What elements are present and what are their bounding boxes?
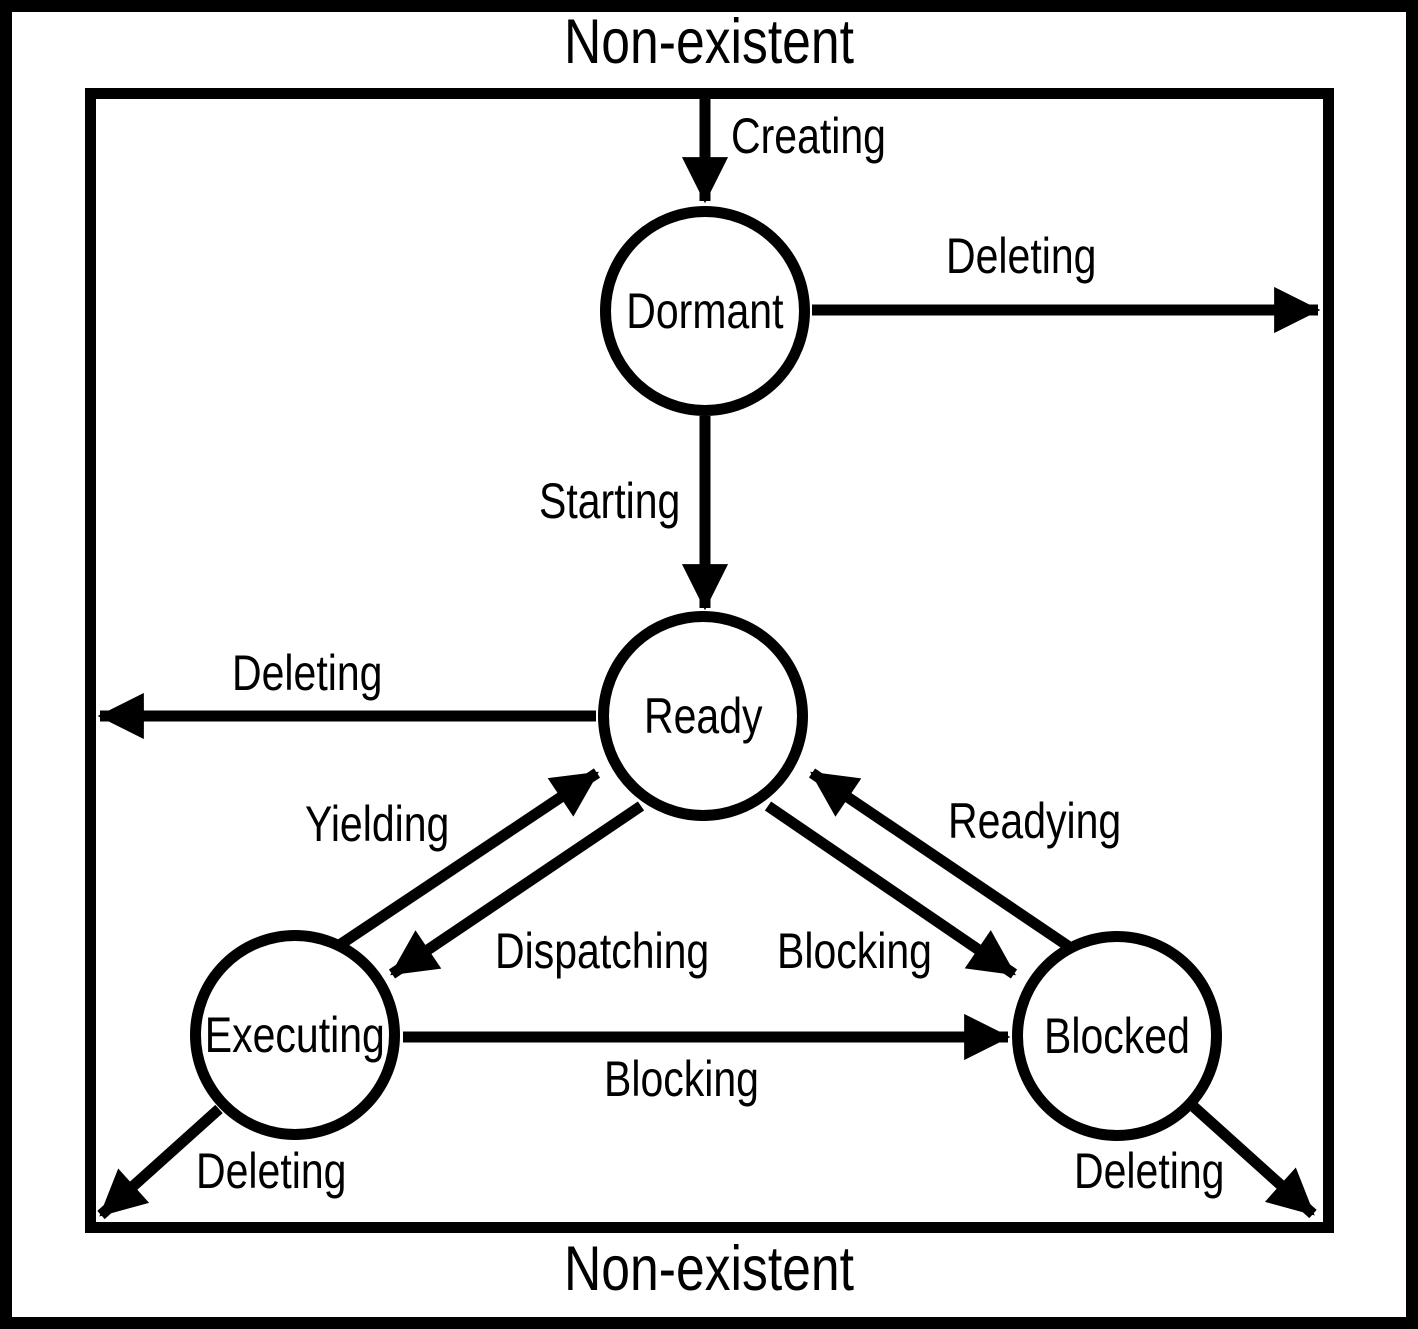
transition-label-dispatching: Dispatching xyxy=(495,923,710,979)
non-existent-label-bottom: Non-existent xyxy=(563,1234,854,1304)
transition-label-deleting-blocked: Deleting xyxy=(1074,1143,1225,1199)
arrow-dispatching xyxy=(388,801,645,979)
transition-label-blocking-ready-blocked: Blocking xyxy=(777,923,932,979)
arrow-readying xyxy=(808,768,1072,951)
state-ready: Ready xyxy=(598,611,808,821)
state-blocked: Blocked xyxy=(1012,931,1222,1141)
state-ready-label: Ready xyxy=(643,688,763,744)
system-boundary-box xyxy=(85,88,1334,1233)
state-dormant-label: Dormant xyxy=(626,283,784,339)
non-existent-label-top: Non-existent xyxy=(563,7,854,77)
transition-label-blocking-executing-blocked: Blocking xyxy=(604,1051,759,1107)
transition-label-yielding: Yielding xyxy=(305,796,450,852)
transition-label-deleting-dormant: Deleting xyxy=(946,228,1097,284)
state-dormant: Dormant xyxy=(600,206,810,416)
arrow-yielding xyxy=(334,768,601,951)
arrow-blocking-diagonal xyxy=(764,801,1018,979)
arrow-deleting-executing xyxy=(97,1104,223,1220)
transition-label-readying: Readying xyxy=(948,793,1122,849)
transition-label-creating: Creating xyxy=(731,108,886,164)
transition-label-starting: Starting xyxy=(539,473,681,529)
arrow-deleting-blocked xyxy=(1190,1102,1317,1219)
transition-label-deleting-executing: Deleting xyxy=(196,1143,347,1199)
transition-label-deleting-ready: Deleting xyxy=(232,645,383,701)
state-executing: Executing xyxy=(190,930,400,1140)
state-blocked-label: Blocked xyxy=(1044,1008,1190,1064)
state-executing-label: Executing xyxy=(204,1007,386,1063)
